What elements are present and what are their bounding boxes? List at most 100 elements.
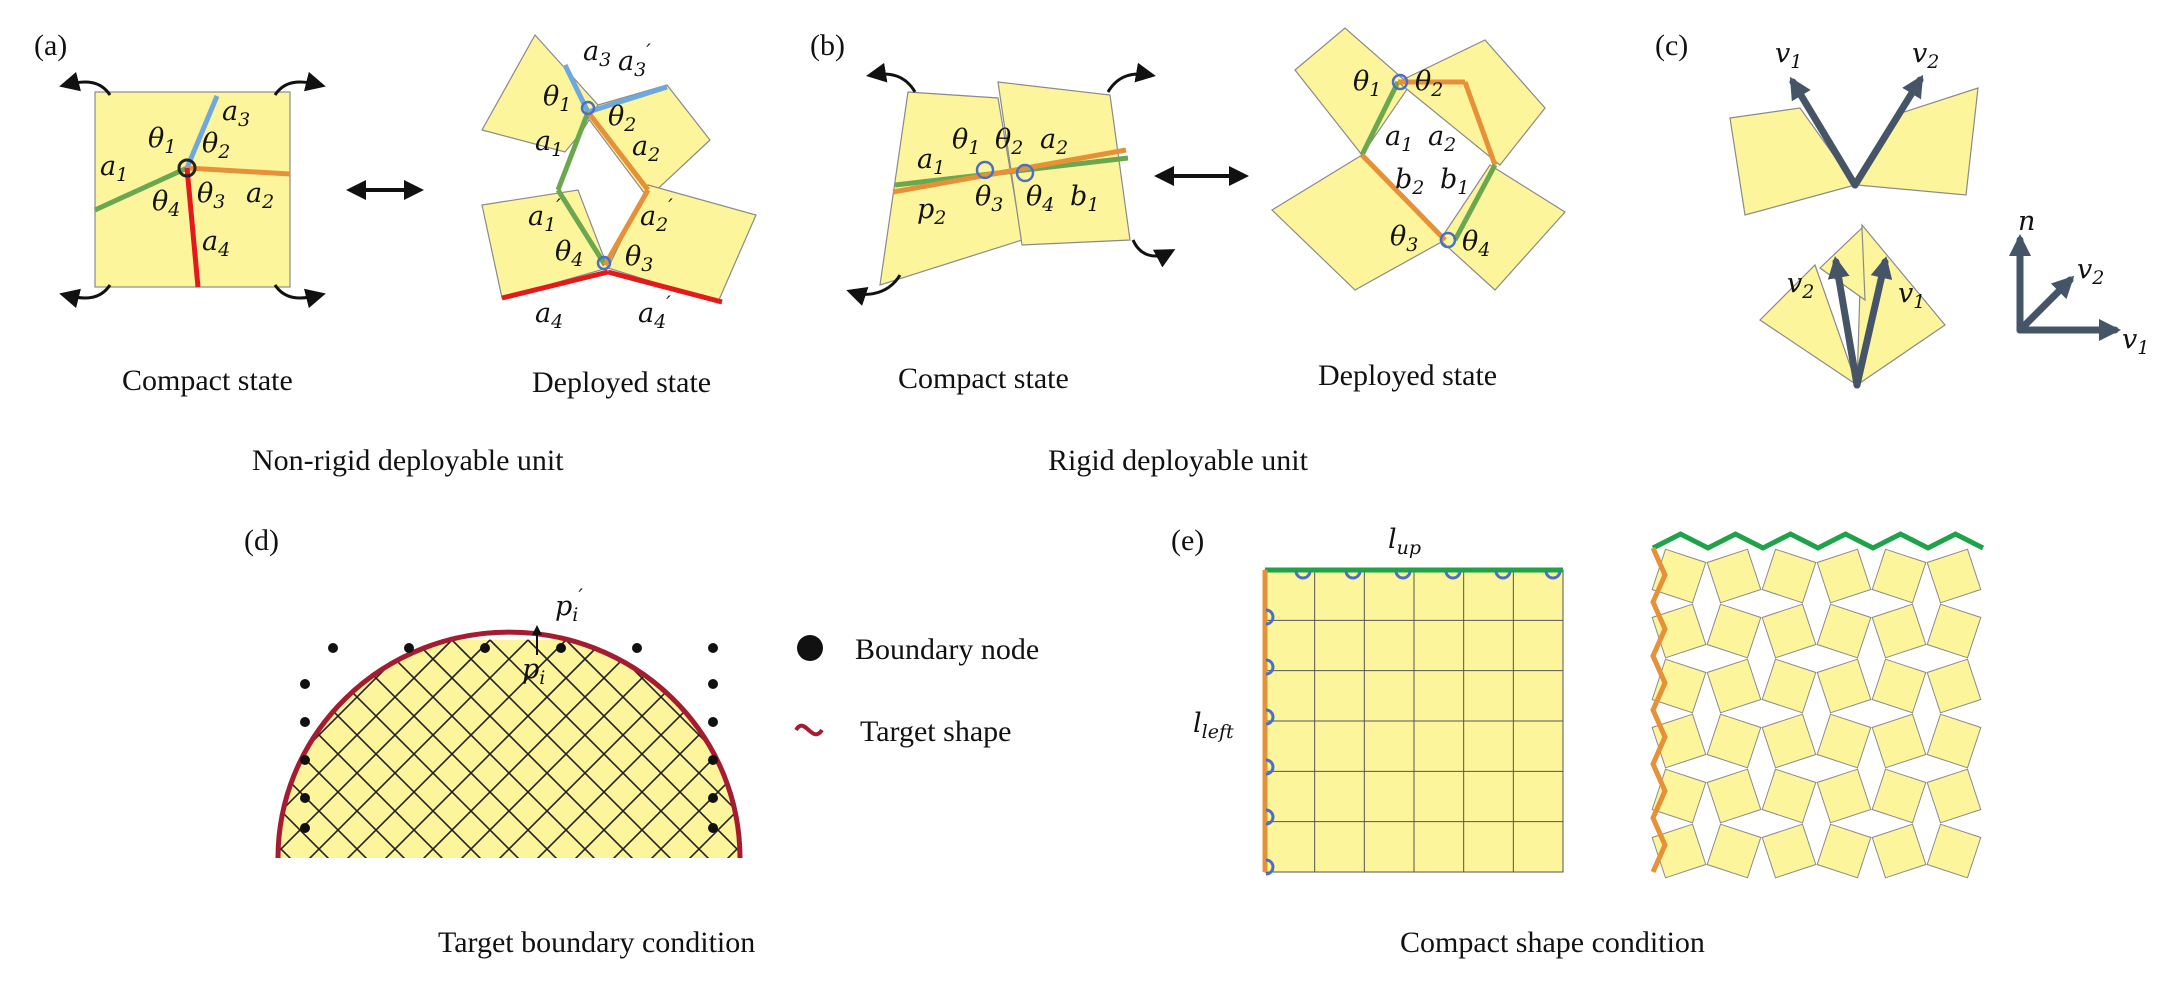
lattice-line [0, 640, 46, 880]
lattice-line [0, 640, 198, 880]
unit-tile [1871, 713, 1927, 769]
label-bd-a1: a [1385, 121, 1401, 152]
lattice-line [451, 639, 693, 858]
label-a2-deployed: a [632, 131, 648, 162]
lattice-line [278, 639, 465, 858]
caption-d: Target boundary condition [438, 926, 755, 959]
label-l-up: l [1388, 524, 1397, 555]
hinge-arc [1265, 758, 1275, 776]
legend-target-marker [794, 723, 824, 737]
caption-e: Compact shape condition [1400, 926, 1705, 959]
lattice-line [527, 639, 740, 858]
svg-text:v2: v2 [1787, 268, 1814, 303]
unit-tile [1651, 658, 1707, 714]
lattice-line [0, 640, 160, 880]
svg-text:p2: p2 [917, 194, 946, 229]
label-b-b1: b [1070, 181, 1087, 212]
lattice-line [0, 640, 122, 880]
svg-text:a1′: a1′ [528, 194, 561, 236]
lattice-line [984, 640, 1224, 880]
unit-tile [1706, 658, 1762, 714]
svg-text:a4′: a4′ [638, 291, 671, 333]
panel-a-deployed-unit: θ1 a3 a3′ θ2 a1 a2 a1′ a2′ θ4 θ3 a4 a4′ [481, 33, 757, 333]
svg-text:v1: v1 [1775, 38, 1802, 73]
svg-text:θ4: θ4 [555, 236, 583, 271]
left-edge [1650, 546, 1668, 874]
svg-text:θ4: θ4 [152, 186, 180, 221]
unit-tile [1926, 603, 1982, 659]
label-bd-b1: b [1440, 164, 1457, 195]
lattice-line [278, 639, 389, 858]
lattice-line [553, 639, 740, 858]
label-l-up-sub: up [1397, 537, 1421, 559]
label-p-prime: p [555, 591, 572, 622]
lattice-line [908, 640, 1148, 880]
unit-tile [1651, 823, 1707, 879]
svg-text:v1: v1 [2122, 324, 2149, 359]
lattice-line [832, 640, 1072, 880]
lattice-line [278, 639, 301, 858]
unit-tile [1651, 603, 1707, 659]
lattice-line [0, 640, 72, 880]
panel-label-c: (c) [1655, 29, 1688, 62]
lattice-line [667, 639, 740, 858]
svg-text:b2: b2 [1395, 164, 1424, 199]
unit-tile [1706, 768, 1762, 824]
caption-b-compact: Compact state [898, 362, 1069, 395]
unit-tile [1871, 658, 1927, 714]
hinge-arc [1294, 570, 1312, 580]
lattice-line [629, 639, 740, 858]
svg-text:v2: v2 [2077, 254, 2104, 289]
label-c-triad-v1: v [2122, 324, 2137, 355]
target-shape-arc [275, 629, 743, 859]
lattice-line [363, 639, 605, 858]
svg-text:pi′: pi′ [555, 584, 583, 626]
unit-tile [1816, 658, 1872, 714]
svg-text:θ3: θ3 [625, 241, 653, 276]
label-c-v2-bottom: v [1787, 268, 1802, 299]
hinge-arc [1444, 570, 1462, 580]
unit-tile [1706, 823, 1762, 879]
svg-text:a1: a1 [100, 151, 128, 186]
panel-a-compact-unit: a1 θ1 a3 θ2 a2 θ4 θ3 a4 [59, 71, 326, 309]
label-c-triad-v2: v [2077, 254, 2092, 285]
caption-a-compact: Compact state [122, 364, 293, 397]
lattice-line [1048, 640, 1288, 880]
hinge-arc [1344, 570, 1362, 580]
panel-b-deployed-unit: θ1 θ2 a1 a2 b2 b1 θ3 θ4 [1271, 27, 1566, 291]
hinge-arc [1265, 708, 1275, 726]
label-a4-deployed: a [535, 298, 551, 329]
lattice-line [439, 639, 681, 858]
lattice-line [858, 640, 1098, 880]
unit-tile [1651, 713, 1707, 769]
lattice-line [413, 639, 655, 858]
label-c-v1-top: v [1775, 38, 1790, 69]
lattice-line [22, 640, 262, 880]
lattice-line [0, 640, 236, 880]
label-bd-b2: b [1395, 164, 1412, 195]
rotate-arrow [273, 284, 326, 309]
lattice-line [794, 640, 1034, 880]
unit-tile [1871, 823, 1927, 879]
svg-text:a1: a1 [535, 126, 563, 161]
label-theta2: θ [202, 128, 218, 159]
boundary-node [300, 755, 310, 765]
unit-tile [1926, 713, 1982, 769]
lattice-line [934, 640, 1174, 880]
svg-text:θ2: θ2 [1415, 66, 1443, 101]
unit-tile [1816, 823, 1872, 879]
lattice-line [1022, 640, 1262, 880]
unit-tile [1926, 768, 1982, 824]
boundary-node [300, 823, 310, 833]
legend-target-shape: Target shape [860, 715, 1011, 748]
lattice-line [565, 639, 740, 858]
panel-label-a: (a) [34, 29, 67, 62]
svg-text:θ3: θ3 [975, 181, 1003, 216]
label-theta3: θ [197, 178, 213, 209]
svg-text:θ4: θ4 [1026, 181, 1054, 216]
lattice-line [820, 640, 1060, 880]
label-c-n: n [2018, 206, 2035, 237]
caption-b-deployed: Deployed state [1318, 359, 1497, 392]
lattice-line [870, 640, 1110, 880]
rotate-arrow [846, 274, 902, 306]
